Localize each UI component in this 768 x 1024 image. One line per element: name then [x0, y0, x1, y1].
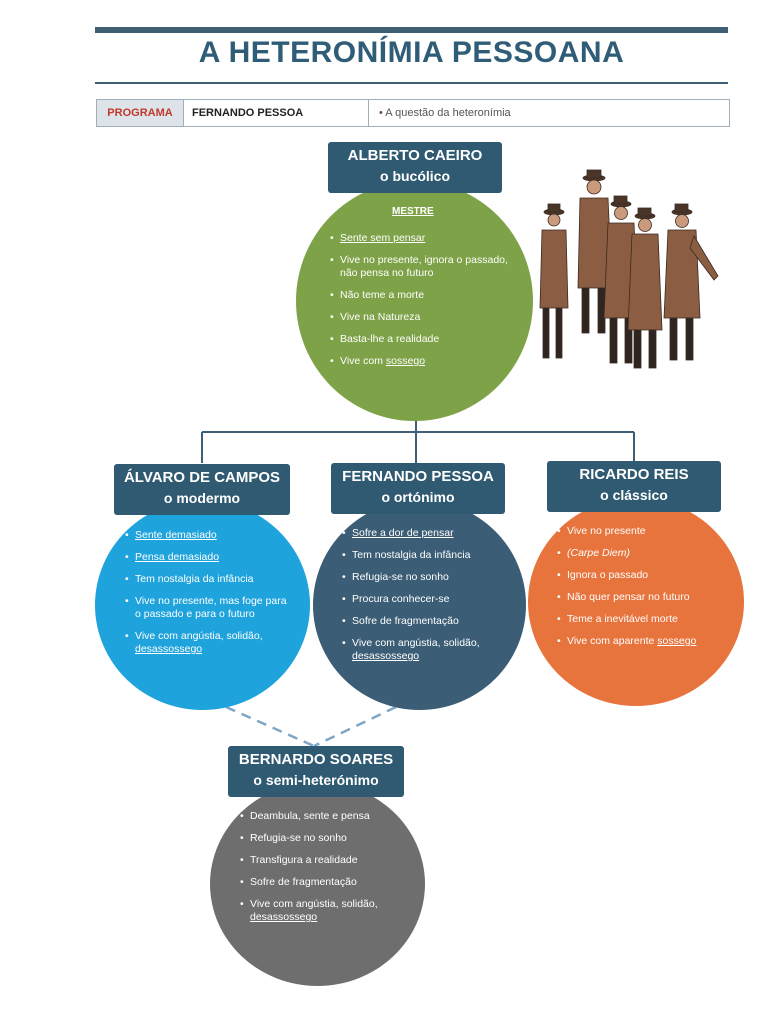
caeiro-header: ALBERTO CAEIRO o bucólico [328, 142, 502, 193]
list-item-underlined: desassossego [352, 650, 420, 662]
reis-list: Vive no presente (Carpe Diem) Ignora o p… [557, 525, 727, 657]
list-item: Vive com aparente sossego [557, 635, 727, 648]
campos-header: ÁLVARO DE CAMPOS o modermo [114, 464, 290, 515]
list-item: Procura conhecer-se [342, 593, 510, 606]
list-item: Tem nostalgia da infância [342, 549, 510, 562]
figure-1 [539, 203, 569, 359]
list-item-underlined: desassossego [135, 643, 203, 655]
reis-name: RICARDO REIS [579, 466, 689, 483]
list-item-text: Vive com angústia, solidão, [135, 630, 263, 642]
soares-list: Deambula, sente e pensa Refugia-se no so… [240, 810, 405, 933]
list-item-underlined: sossego [657, 635, 697, 647]
list-item: Teme a inevitável morte [557, 613, 727, 626]
caeiro-tag: MESTRE [392, 206, 434, 217]
campos-list: Sente demasiado Pensa demasiado Tem nost… [125, 529, 290, 665]
program-author: FERNANDO PESSOA [184, 100, 369, 126]
soares-header: BERNARDO SOARES o semi-heterónimo [228, 746, 404, 797]
list-item: Sofre de fragmentação [240, 876, 405, 889]
caeiro-list: Sente sem pensar Vive no presente, ignor… [330, 232, 510, 377]
list-item: Refugia-se no sonho [240, 832, 405, 845]
list-item: Sofre a dor de pensar [342, 527, 510, 540]
program-bar: PROGRAMA FERNANDO PESSOA • A questão da … [96, 99, 730, 127]
list-item: Basta-lhe a realidade [330, 333, 510, 346]
reis-epithet: o clássico [600, 487, 668, 503]
program-label: PROGRAMA [97, 100, 184, 126]
pessoa-epithet: o ortónimo [381, 489, 455, 505]
soares-name: BERNARDO SOARES [238, 751, 394, 768]
dashed-connector-left [225, 705, 315, 748]
top-rule [95, 27, 728, 33]
list-item: Vive com angústia, solidão, desassossego [240, 898, 405, 924]
pessoa-header: FERNANDO PESSOA o ortónimo [331, 463, 505, 514]
list-item: Sente demasiado [125, 529, 290, 542]
dashed-connector-right [313, 705, 397, 748]
list-item-text: Vive com angústia, solidão, [250, 898, 378, 910]
figure-5 [663, 203, 719, 361]
reis-header: RICARDO REIS o clássico [547, 461, 721, 512]
list-item: Deambula, sente e pensa [240, 810, 405, 823]
list-item: (Carpe Diem) [557, 547, 727, 560]
list-item: Não teme a morte [330, 289, 510, 302]
soares-epithet: o semi-heterónimo [253, 772, 379, 788]
list-item-text: Vive com [340, 355, 383, 367]
list-item: Refugia-se no sonho [342, 571, 510, 584]
walking-men-illustration [539, 169, 719, 369]
list-item-text: Vive com aparente [567, 635, 655, 647]
list-item: Vive na Natureza [330, 311, 510, 324]
campos-epithet: o modermo [163, 490, 241, 506]
list-item: Sofre de fragmentação [342, 615, 510, 628]
title-rule [95, 82, 728, 84]
list-item: Sente sem pensar [330, 232, 510, 245]
caeiro-epithet: o bucólico [380, 168, 450, 184]
list-item: Vive com angústia, solidão, desassossego [125, 630, 290, 656]
program-topic: • A questão da heteronímia [379, 107, 511, 119]
list-item: Transfigura a realidade [240, 854, 405, 867]
list-item: Tem nostalgia da infância [125, 573, 290, 586]
list-item-underlined: sossego [385, 355, 426, 367]
pessoa-list: Sofre a dor de pensar Tem nostalgia da i… [342, 527, 510, 672]
list-item: Vive no presente, ignora o passado, não … [330, 254, 510, 280]
list-item: Vive com sossego [330, 355, 510, 368]
list-item: Não quer pensar no futuro [557, 591, 727, 604]
list-item: Vive no presente, mas foge para o passad… [125, 595, 290, 621]
pessoa-name: FERNANDO PESSOA [342, 468, 494, 485]
list-item: Pensa demasiado [125, 551, 290, 564]
list-item-underlined: desassossego [250, 911, 318, 923]
caeiro-name: ALBERTO CAEIRO [347, 147, 483, 164]
campos-name: ÁLVARO DE CAMPOS [123, 469, 281, 486]
list-item: Vive no presente [557, 525, 727, 538]
list-item: Ignora o passado [557, 569, 727, 582]
page-title: A HETERONÍMIA PESSOANA [198, 36, 625, 69]
figure-4 [627, 207, 663, 369]
list-item-text: Vive com angústia, solidão, [352, 637, 480, 649]
list-item: Vive com angústia, solidão, desassossego [342, 637, 510, 663]
